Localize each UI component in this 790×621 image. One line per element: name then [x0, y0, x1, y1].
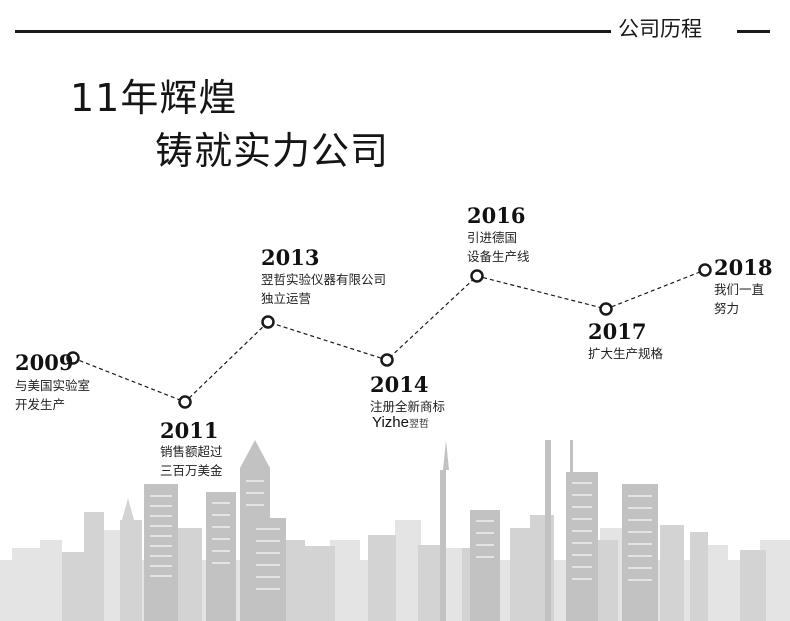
milestone-desc-2013: 翌哲实验仪器有限公司 独立运营 — [261, 272, 387, 306]
headline-line-2: 铸就实力公司 — [155, 129, 390, 173]
milestone-year-2018: 2018 — [714, 255, 773, 280]
milestone-year-2017: 2017 — [588, 319, 647, 344]
milestone-year-2014: 2014 — [370, 372, 429, 397]
milestone-marker-2009 — [66, 351, 80, 365]
logo-chinese-mark: 翌哲 — [408, 419, 429, 430]
milestone-year-2009: 2009 — [15, 350, 74, 375]
milestone-marker-2018 — [698, 263, 712, 277]
milestone-marker-2011 — [178, 395, 192, 409]
yizhe-logo: Yizhe翌哲 — [372, 413, 429, 435]
city-skyline-illustration — [0, 440, 790, 621]
milestone-desc-2018: 我们一直 努力 — [714, 282, 765, 316]
milestone-desc-2014: 注册全新商标 — [370, 399, 446, 414]
milestone-marker-2016 — [470, 269, 484, 283]
milestone-year-2013: 2013 — [261, 245, 320, 270]
headline-line-1: 11年辉煌 — [70, 76, 238, 120]
milestone-marker-2014 — [380, 353, 394, 367]
milestone-desc-2009: 与美国实验室 开发生产 — [15, 378, 91, 412]
milestone-year-2016: 2016 — [467, 203, 526, 228]
milestone-desc-2011: 销售额超过 三百万美金 — [160, 444, 223, 478]
header-rule-right — [737, 30, 770, 33]
milestone-year-2011: 2011 — [160, 418, 219, 443]
milestone-marker-2013 — [261, 315, 275, 329]
milestone-desc-2017: 扩大生产规格 — [588, 346, 664, 361]
milestone-desc-2016: 引进德国 设备生产线 — [467, 230, 530, 264]
section-title: 公司历程 — [618, 17, 702, 41]
header-rule-left — [15, 30, 611, 33]
logo-wordmark: Yizhe — [372, 414, 409, 431]
milestone-marker-2017 — [599, 302, 613, 316]
